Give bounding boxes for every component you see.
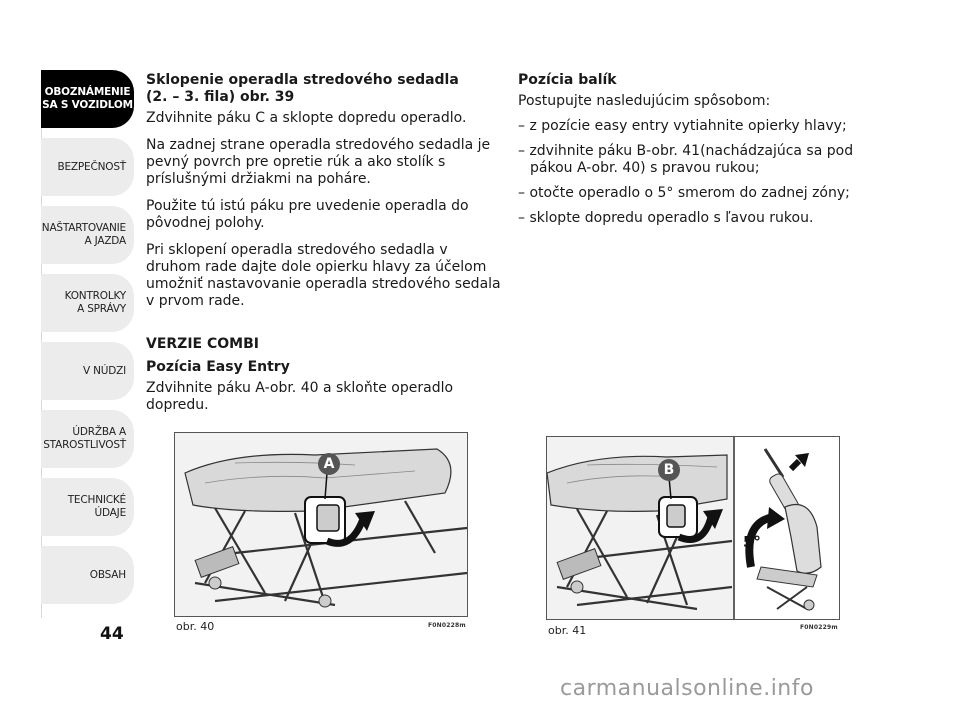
seat-lever-a-illustration: [175, 433, 467, 616]
figure-caption: obr. 40: [176, 620, 215, 633]
heading-line1: Sklopenie operadla stredového sedadla: [146, 72, 459, 88]
tab-label: KONTROLKY A SPRÁVY: [64, 290, 127, 315]
tab-udrzba[interactable]: ÚDRŽBA A STAROSTLIVOSŤ: [41, 410, 134, 468]
intro-text: Postupujte nasledujúcim spôsobom:: [518, 93, 771, 109]
tab-label: ÚDRŽBA A STAROSTLIVOSŤ: [43, 426, 126, 451]
tab-v-nudzi[interactable]: V NÚDZI: [41, 342, 134, 400]
figure-41: B 5°: [546, 436, 840, 620]
paragraph: Zdvihnite páku A-obr. 40 a skloňte opera…: [146, 380, 454, 413]
angle-label: 5°: [743, 533, 761, 551]
section-title: VERZIE COMBI: [146, 336, 259, 352]
figure-caption: obr. 41: [548, 624, 587, 637]
tab-label: TECHNICKÉ ÚDAJE: [67, 494, 126, 519]
heading-line2: (2. – 3. fila) obr. 39: [146, 89, 295, 105]
callout-b-badge: B: [658, 459, 680, 481]
watermark: carmanualsonline.info: [560, 676, 814, 701]
tab-obsah[interactable]: OBSAH: [41, 546, 134, 604]
figure-40: A: [174, 432, 468, 617]
chapter-sidebar: OBOZNÁMENIE SA S VOZIDLOM BEZPEČNOSŤ NAŠ…: [41, 70, 134, 614]
figure-code: F0N0228m: [428, 622, 466, 629]
tab-bezpecnost[interactable]: BEZPEČNOSŤ: [41, 138, 134, 196]
paragraph: Použite tú istú páku pre uvedenie operad…: [146, 198, 469, 231]
tab-kontrolky[interactable]: KONTROLKY A SPRÁVY: [41, 274, 134, 332]
left-column: Sklopenie operadla stredového sedadla (2…: [146, 72, 501, 424]
step-item: – otočte operadlo o 5° smerom do zadnej …: [518, 185, 850, 201]
page-number: 44: [100, 624, 124, 644]
section-heading: Sklopenie operadla stredového sedadla (2…: [146, 72, 501, 106]
paragraph: Na zadnej strane operadla stredového sed…: [146, 137, 491, 187]
subheading: Pozícia Easy Entry: [146, 359, 290, 375]
tab-oboznamenie[interactable]: OBOZNÁMENIE SA S VOZIDLOM: [41, 70, 134, 128]
tab-label: V NÚDZI: [82, 364, 126, 377]
step-item: – sklopte dopredu operadlo s ľavou rukou…: [518, 210, 814, 226]
tab-label: OBSAH: [89, 568, 126, 581]
seat-lever-b-illustration: [547, 437, 839, 619]
step-item: – zdvihnite páku B-obr. 41(nachádzajúca …: [518, 143, 854, 176]
tab-label: NAŠTARTOVANIE A JAZDA: [41, 222, 126, 247]
paragraph: Pri sklopení operadla stredového sedadla…: [146, 242, 501, 309]
figure-code: F0N0229m: [800, 624, 838, 631]
tab-label: OBOZNÁMENIE SA S VOZIDLOM: [42, 86, 133, 111]
tab-nastartovanie[interactable]: NAŠTARTOVANIE A JAZDA: [41, 206, 134, 264]
tab-label: BEZPEČNOSŤ: [57, 160, 126, 173]
right-column: Pozícia balík Postupujte nasledujúcim sp…: [518, 72, 868, 235]
step-item: – z pozície easy entry vytiahnite opierk…: [518, 118, 847, 134]
section-heading: Pozícia balík: [518, 72, 617, 88]
paragraph: Zdvihnite páku C a sklopte dopredu opera…: [146, 110, 467, 126]
callout-a-badge: A: [318, 453, 340, 475]
tab-technicke[interactable]: TECHNICKÉ ÚDAJE: [41, 478, 134, 536]
